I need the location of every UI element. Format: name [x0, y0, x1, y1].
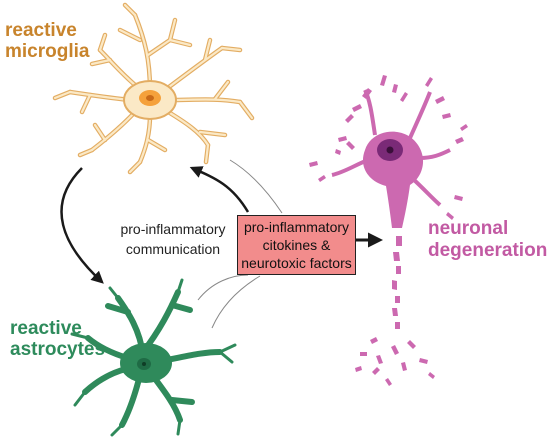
arrow-astrocytes-to-microglia: [189, 166, 250, 213]
communication-label: pro-inflammatory communication: [98, 219, 248, 259]
neuron-cell: [309, 75, 468, 386]
curve-astrocytes-to-factors: [197, 274, 249, 301]
microglia-label-line2: microglia: [5, 41, 90, 62]
microglia-label-line1: reactive: [5, 20, 77, 41]
factors-label-line1: pro-inflammatory: [243, 219, 350, 235]
astrocytes-label-line2: astrocytes: [10, 339, 106, 360]
astrocytes-label-line1: reactive: [10, 318, 82, 339]
factors-label-line3: neurotoxic factors: [241, 255, 352, 271]
microglia-label: reactive microglia: [5, 20, 89, 62]
arrow-microglia-to-astrocytes: [60, 167, 104, 284]
communication-label-line2: communication: [125, 241, 221, 257]
curve-astrocytes-to-factors-2: [211, 275, 261, 329]
factors-label-line2: citokines &: [262, 237, 331, 253]
communication-label-line1: pro-inflammatory: [120, 221, 226, 237]
neuron-label-line1: neuronal: [428, 218, 509, 239]
factors-box: pro-inflammatory citokines & neurotoxic …: [237, 215, 356, 275]
neuron-label-line2: degeneration: [428, 240, 548, 261]
microglia-cell: [52, 2, 255, 175]
astrocyte-cell: [70, 278, 237, 437]
curve-microglia-to-factors: [229, 159, 283, 214]
astrocytes-label: reactive astrocytes: [10, 318, 105, 360]
neuron-label: neuronal degeneration: [428, 218, 547, 262]
